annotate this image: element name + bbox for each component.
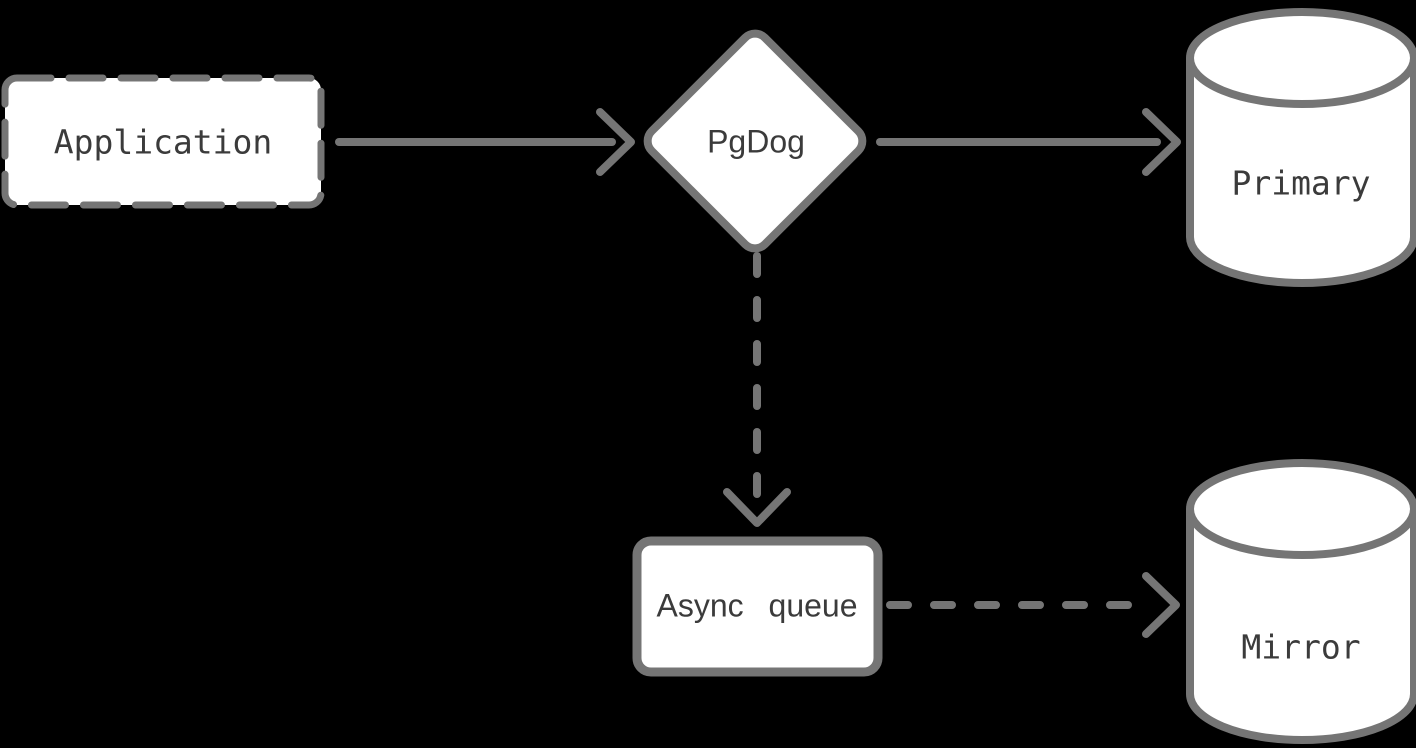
edge-async-queue-to-mirror <box>886 572 1180 638</box>
arrowhead-icon <box>1142 572 1180 638</box>
application-node-label: Application <box>53 122 273 162</box>
mirror-node-label: Mirror <box>1241 627 1361 667</box>
async-queue-node-shape <box>632 536 883 677</box>
arrowhead-icon <box>723 488 791 527</box>
async-queue-node-label: Async queue <box>656 587 858 624</box>
pgdog-node-label: PgDog <box>707 123 805 160</box>
pgdog-node-shape <box>643 29 867 253</box>
primary-node-shape <box>1186 8 1416 287</box>
cylinder-top-icon <box>1186 8 1416 108</box>
mirror-node-shape <box>1186 459 1416 744</box>
edge-pgdog-to-primary <box>876 108 1181 176</box>
cylinder-top-icon <box>1186 459 1416 559</box>
arrowhead-icon <box>596 108 635 176</box>
application-node-shape <box>1 74 325 209</box>
primary-node-label: Primary <box>1231 163 1371 203</box>
arrowhead-icon <box>1142 108 1181 176</box>
edge-pgdog-to-async-queue <box>723 252 791 527</box>
edge-application-to-pgdog <box>335 108 635 176</box>
